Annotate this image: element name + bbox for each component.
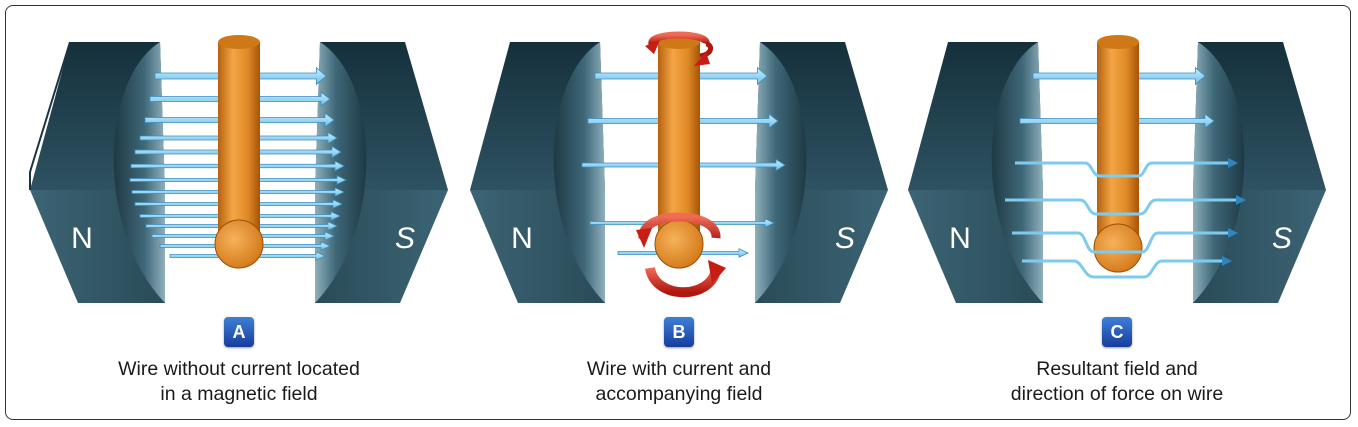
caption-line: Wire with current and — [586, 358, 772, 380]
panel-c — [908, 42, 1326, 303]
panel-badge-b: B — [664, 317, 694, 347]
magnet-north-pole — [470, 42, 605, 303]
panel-caption-a: Wire without current located in a magnet… — [69, 357, 409, 407]
conductor-wire — [654, 35, 704, 269]
field-lines-c-bent — [1005, 161, 1236, 279]
magnet-south-pole — [1193, 42, 1326, 303]
caption-line: in a magnetic field — [160, 383, 318, 405]
panel-badge-c: C — [1102, 317, 1132, 347]
north-pole-label: N — [511, 222, 533, 255]
magnet-north-pole — [29, 41, 165, 303]
panel-b — [470, 42, 888, 303]
south-pole-label: S — [1272, 222, 1292, 255]
south-pole-label: S — [395, 222, 415, 255]
magnet-south-pole — [755, 42, 888, 303]
south-pole-label: S — [835, 222, 855, 255]
magnet-south-pole — [315, 42, 448, 303]
north-pole-label: N — [71, 222, 93, 255]
magnet-north-pole — [908, 42, 1043, 303]
caption-line: Resultant field and — [1036, 358, 1198, 380]
caption-line: Wire without current located — [118, 358, 360, 380]
caption-line: direction of force on wire — [1010, 383, 1224, 405]
panel-caption-b: Wire with current and accompanying field — [509, 357, 849, 407]
north-pole-label: N — [949, 222, 971, 255]
panel-badge-a: A — [224, 317, 254, 347]
panel-caption-c: Resultant field and direction of force o… — [947, 357, 1287, 407]
circular-current-arrow — [636, 212, 726, 298]
conductor-wire — [214, 35, 264, 269]
conductor-wire — [1093, 35, 1143, 273]
caption-line: accompanying field — [595, 383, 763, 405]
circular-current-arrow — [645, 31, 713, 66]
